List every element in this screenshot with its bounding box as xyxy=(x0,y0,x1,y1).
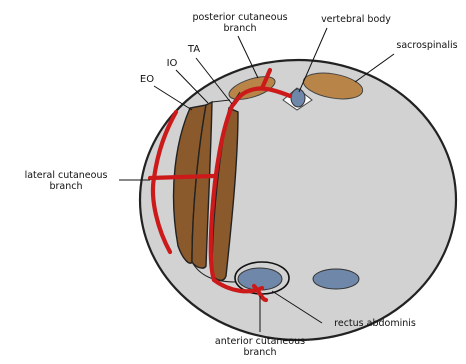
label-io: IO xyxy=(160,58,184,69)
label-ta: TA xyxy=(182,44,206,55)
label-lateral-cutaneous-branch: lateral cutaneous branch xyxy=(12,170,120,192)
label-sacrospinalis: sacrospinalis xyxy=(388,40,466,51)
vertebral-body xyxy=(291,89,305,107)
label-anterior-cutaneous-branch: anterior cutaneous branch xyxy=(200,336,320,358)
label-eo: EO xyxy=(132,74,162,85)
leader-eo xyxy=(154,86,192,110)
label-rectus-abdominis: rectus abdominis xyxy=(320,318,430,329)
label-vertebral-body: vertebral body xyxy=(306,14,406,25)
label-posterior-cutaneous-branch: posterior cutaneous branch xyxy=(180,12,300,34)
rectus-abdominis-right xyxy=(313,269,359,289)
lateral-cutaneous-branch-nerve xyxy=(150,176,214,178)
